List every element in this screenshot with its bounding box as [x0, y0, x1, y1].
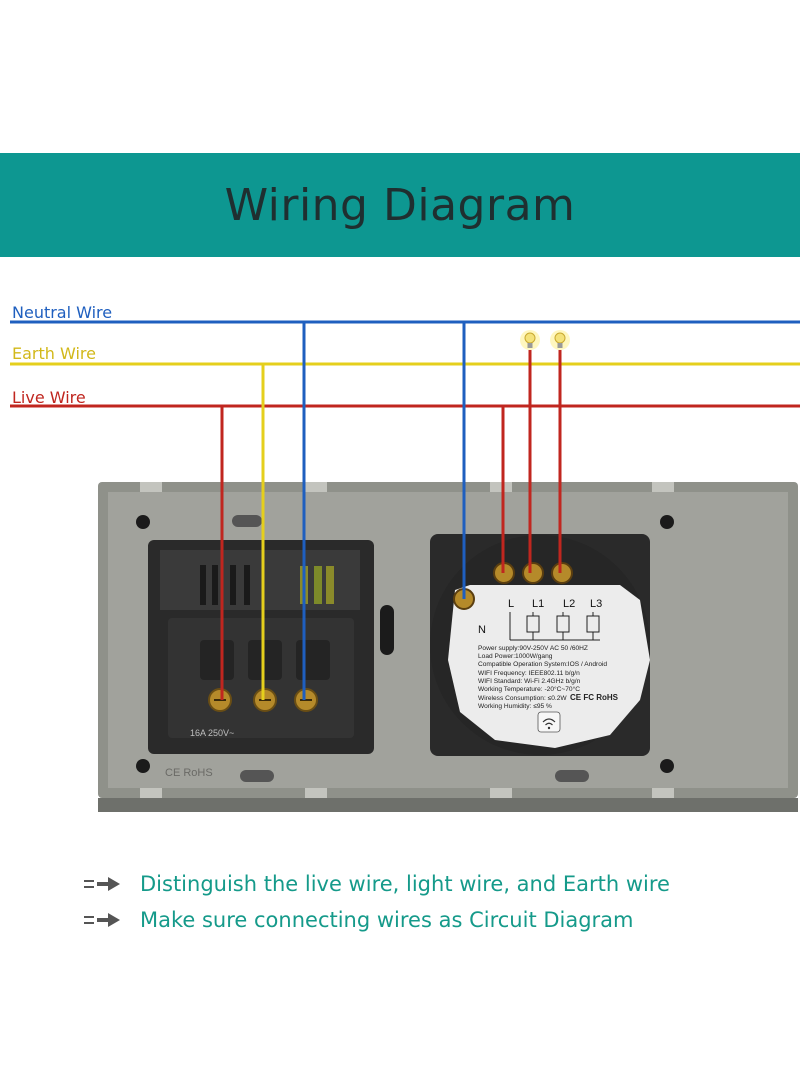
- spec-line-5: WIFI Standard: Wi-Fi 2.4GHz b/g/n: [478, 678, 581, 685]
- light-bulb-icon: [550, 330, 570, 350]
- socket-module: 16A 250V~ CE RoHS: [148, 540, 374, 779]
- terminal-l2-label: L2: [563, 598, 575, 610]
- page-title: Wiring Diagram: [224, 179, 576, 231]
- spec-line-7: Wireless Consumption: ≤0.2W: [478, 695, 567, 702]
- plate-ce-mark: CE RoHS: [165, 767, 213, 779]
- cert-marks: CE FC RoHS: [570, 693, 619, 702]
- light-bulb-icon: [520, 330, 540, 350]
- note-item: Make sure connecting wires as Circuit Di…: [82, 908, 634, 932]
- circuit-schematic: [509, 612, 600, 641]
- spec-line-2: Load Power:1000W/gang: [478, 653, 553, 660]
- neutral-wire-label: Neutral Wire: [12, 303, 113, 322]
- spec-line-4: WIFI Frequency: IEEE802.11 b/g/n: [478, 670, 580, 677]
- spec-line-1: Power supply:90V-250V AC 50 /60HZ: [478, 645, 588, 652]
- live-wire-label: Live Wire: [12, 388, 86, 407]
- switch-l1-terminal: [522, 562, 544, 584]
- wifi-icon: [537, 711, 561, 733]
- spec-line-6: Working Temperature: -20°C~70°C: [478, 685, 580, 693]
- terminal-l1-label: L1: [532, 598, 544, 610]
- terminal-l-label: L: [508, 598, 514, 610]
- note-item: Distinguish the live wire, light wire, a…: [82, 872, 670, 896]
- double-arrow-icon: [84, 913, 120, 927]
- socket-rating-text: 16A 250V~: [190, 728, 234, 738]
- note-text: Distinguish the live wire, light wire, a…: [140, 872, 670, 896]
- title-banner: Wiring Diagram: [0, 153, 800, 257]
- terminal-l3-label: L3: [590, 598, 602, 610]
- spec-line-8: Working Humidity: ≤95 %: [478, 703, 552, 710]
- switch-l2-terminal: [551, 562, 573, 584]
- earth-wire-label: Earth Wire: [12, 344, 96, 363]
- note-text: Make sure connecting wires as Circuit Di…: [140, 908, 634, 932]
- spec-line-3: Compatible Operation System:IOS / Androi…: [478, 661, 607, 668]
- terminal-n-label: N: [478, 624, 486, 636]
- switch-module: L L1 L2 L3 N Power supply:90V-250V AC 50…: [430, 534, 650, 756]
- double-arrow-icon: [84, 877, 120, 891]
